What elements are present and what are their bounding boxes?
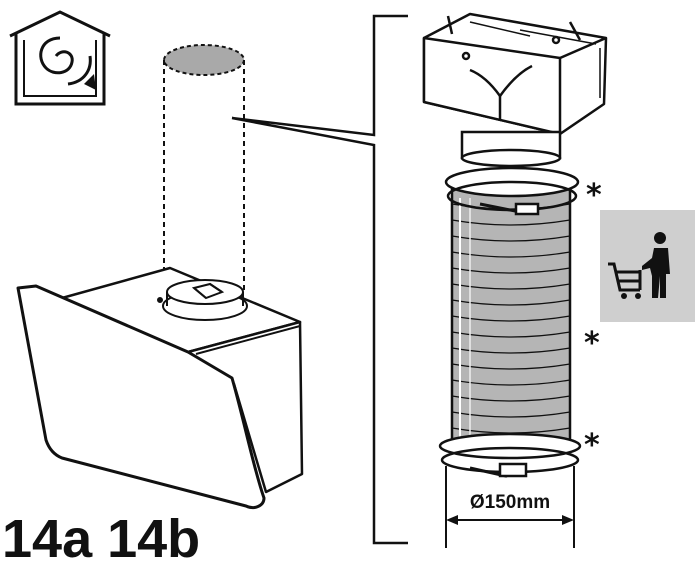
detail-callout xyxy=(231,14,408,545)
accessory-mark-2: * xyxy=(584,326,600,361)
step-label: 14a 14b xyxy=(2,509,201,569)
ceiling-opening xyxy=(163,44,245,292)
upper-hose-clamp xyxy=(444,166,580,216)
adapter-collar xyxy=(460,130,562,168)
shopping-cart-person-icon xyxy=(600,210,695,322)
diameter-label: Ø150mm xyxy=(470,492,550,513)
accessory-mark-1: * xyxy=(586,178,602,213)
flexible-duct xyxy=(450,184,572,450)
accessory-mark-3: * xyxy=(584,428,600,463)
house-recirculation-icon xyxy=(9,10,111,106)
cooker-hood xyxy=(16,266,304,510)
lower-hose-clamp xyxy=(438,432,582,478)
installation-diagram: * * * Ø150mm xyxy=(9,10,695,548)
hood-outlet-collar xyxy=(157,279,248,321)
ceiling-adapter xyxy=(422,12,608,136)
diameter-dimension xyxy=(445,466,575,548)
